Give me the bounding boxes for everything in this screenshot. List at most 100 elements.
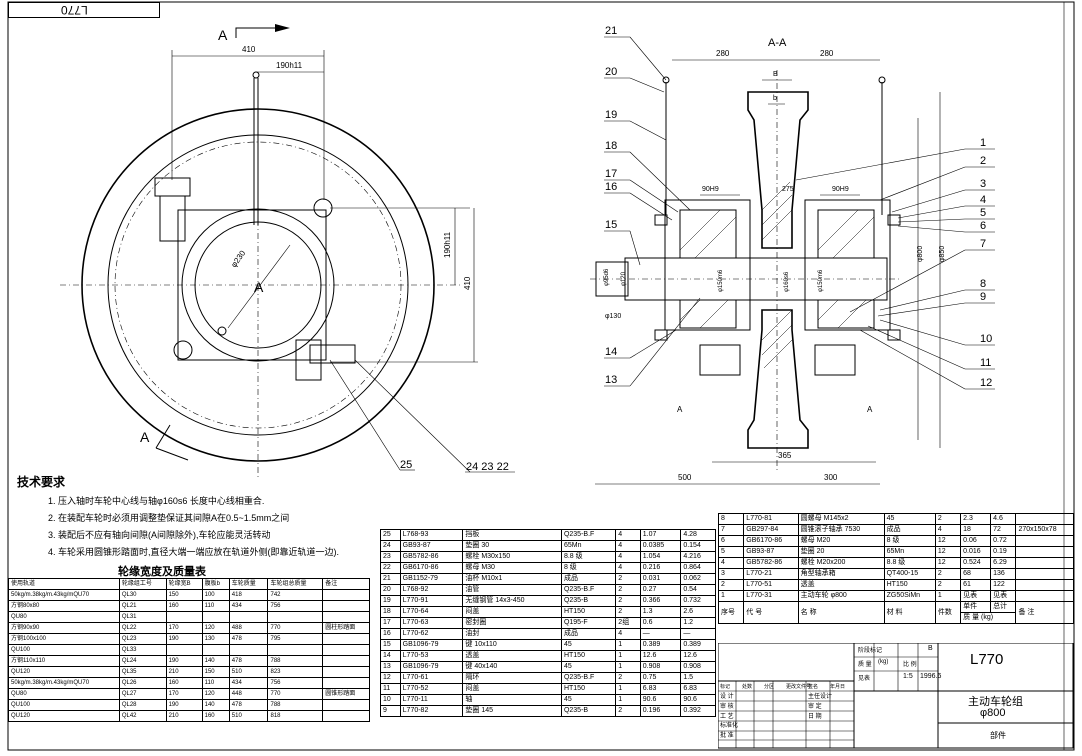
requirement-item: 1. 压入轴时车轮中心线与轴φ160s6 长度中心线相重合. <box>48 496 265 506</box>
bom-left-cell: 25 <box>380 529 401 541</box>
bom-left-cell: 密封圈 <box>462 617 562 629</box>
bom-right-cell: 12 <box>934 557 962 569</box>
bom-right-cell <box>1015 513 1074 525</box>
bom-left-cell: 14 <box>380 650 401 662</box>
balloon-24-23-22: 24 23 22 <box>466 461 509 473</box>
bom-left-cell: 45 <box>560 639 617 651</box>
bom-left-cell: 0.216 <box>639 562 682 574</box>
bom-right-cell: 65Mn <box>883 546 936 558</box>
bom-left-cell: 45 <box>560 694 617 706</box>
bom-right-cell: 72 <box>990 524 1017 536</box>
rim-cell: QU100 <box>8 699 120 711</box>
rim-cell: 434 <box>228 600 269 612</box>
bom-right-cell: 8 级 <box>883 535 936 547</box>
rim-cell: 788 <box>267 699 324 711</box>
bom-left-cell: 0.031 <box>639 573 682 585</box>
rim-cell: QL22 <box>118 622 167 634</box>
rim-cell: 120 <box>201 622 230 634</box>
dim-top-half: 190h11 <box>276 61 303 70</box>
requirement-item: 2. 在装配车轮时必须用调整垫保证其间隙A在0.5~1.5mm之间 <box>48 513 290 523</box>
bom-left-cell: 键 40x140 <box>462 661 562 673</box>
bom-right-cell: L770-81 <box>743 513 799 525</box>
bom-left-cell: 0.196 <box>639 705 682 717</box>
bom-right-cell: GB6170-86 <box>743 535 799 547</box>
bom-left-cell: GB1096-79 <box>399 661 464 673</box>
bom-header-row: 序号 代 号 名 称 材 料 件数 单件 总计 备 注 <box>717 601 1074 624</box>
balloon-2: 2 <box>980 155 986 167</box>
bom-header-seq: 序号 <box>717 601 745 624</box>
dim-center-shaft: φ160s6 <box>784 271 790 292</box>
bom-left-cell: 2 <box>615 584 641 596</box>
bom-left-cell: 18 <box>380 606 401 618</box>
rim-cell: 方钢110x110 <box>8 655 120 667</box>
rim-header-cell: 使用轨道 <box>8 578 120 590</box>
rim-cell: 488 <box>228 622 269 634</box>
bom-right-cell: 6.29 <box>990 557 1017 569</box>
bom-left-cell: 螺母 M30 <box>462 562 562 574</box>
bom-right-cell: 主动车轮 φ800 <box>797 590 885 602</box>
dim-B-text: B <box>773 71 778 78</box>
rim-cell: QL28 <box>118 699 167 711</box>
rim-cell: 478 <box>228 699 269 711</box>
bom-left-cell: L770-64 <box>399 606 464 618</box>
dim-bottom-right: 300 <box>824 473 838 482</box>
dim-vertical-half-text: 190h11 <box>443 231 452 258</box>
bom-left-cell: 0.732 <box>680 595 716 607</box>
bom-left-cell: 12.6 <box>680 650 716 662</box>
bom-left-cell: GB1096-79 <box>399 639 464 651</box>
tb-scale: 1:5 <box>903 673 913 680</box>
balloon-3: 3 <box>980 178 986 190</box>
rim-cell <box>228 611 269 623</box>
bom-left-cell: 13 <box>380 661 401 673</box>
bom-left-cell: Q195-F <box>560 617 617 629</box>
bom-header-qty: 件数 <box>934 601 962 624</box>
bom-right-cell: 18 <box>960 524 992 536</box>
bom-left-cell: 挡板 <box>462 529 562 541</box>
rim-cell <box>165 644 203 656</box>
balloon-8: 8 <box>980 278 986 290</box>
bom-left-cell: 0.062 <box>680 573 716 585</box>
rim-cell: 510 <box>228 710 269 722</box>
tb-stage-label: 阶段标记 <box>858 648 883 654</box>
rim-cell: QL27 <box>118 688 167 700</box>
bom-right-cell: 0.016 <box>960 546 992 558</box>
rim-cell <box>322 666 370 678</box>
bom-right-cell: 角型轴承箱 <box>797 568 885 580</box>
balloon-5: 5 <box>980 207 986 219</box>
rim-cell: QU120 <box>8 710 120 722</box>
bom-left-cell: Q235-B.F <box>560 584 617 596</box>
tb-role-right-item: 主任设计 <box>808 694 833 700</box>
rim-cell <box>267 611 324 623</box>
bom-right-cell: 8 <box>717 513 745 525</box>
bom-left-cell: 0.6 <box>639 617 682 629</box>
bom-right-cell: 3 <box>717 568 745 580</box>
tb-date: 1996.6 <box>920 673 942 680</box>
bom-left-cell: 0.54 <box>680 584 716 596</box>
dim-wheel-dia: φ800 <box>917 246 924 262</box>
dim-left-span: 280 <box>716 49 730 58</box>
bom-right-cell: 0.06 <box>960 535 992 547</box>
dim-bottom-left: 500 <box>678 473 692 482</box>
rim-cell: QU80 <box>8 688 120 700</box>
bom-right-cell: 1 <box>717 590 745 602</box>
bom-left-cell: 成品 <box>560 628 617 640</box>
rim-header-cell: 车轮组总质量 <box>267 578 324 590</box>
bom-left-cell: L770-61 <box>399 672 464 684</box>
rim-cell: 110 <box>201 677 230 689</box>
rim-cell: QL42 <box>118 710 167 722</box>
section-right-balloons: 1 2 3 4 5 6 7 8 9 10 11 12 <box>795 137 995 390</box>
section-oil-cup-right <box>878 76 886 84</box>
bom-right-cell: 成品 <box>883 524 936 536</box>
bom-left-cell: 2 <box>615 606 641 618</box>
rim-cell: 448 <box>228 688 269 700</box>
